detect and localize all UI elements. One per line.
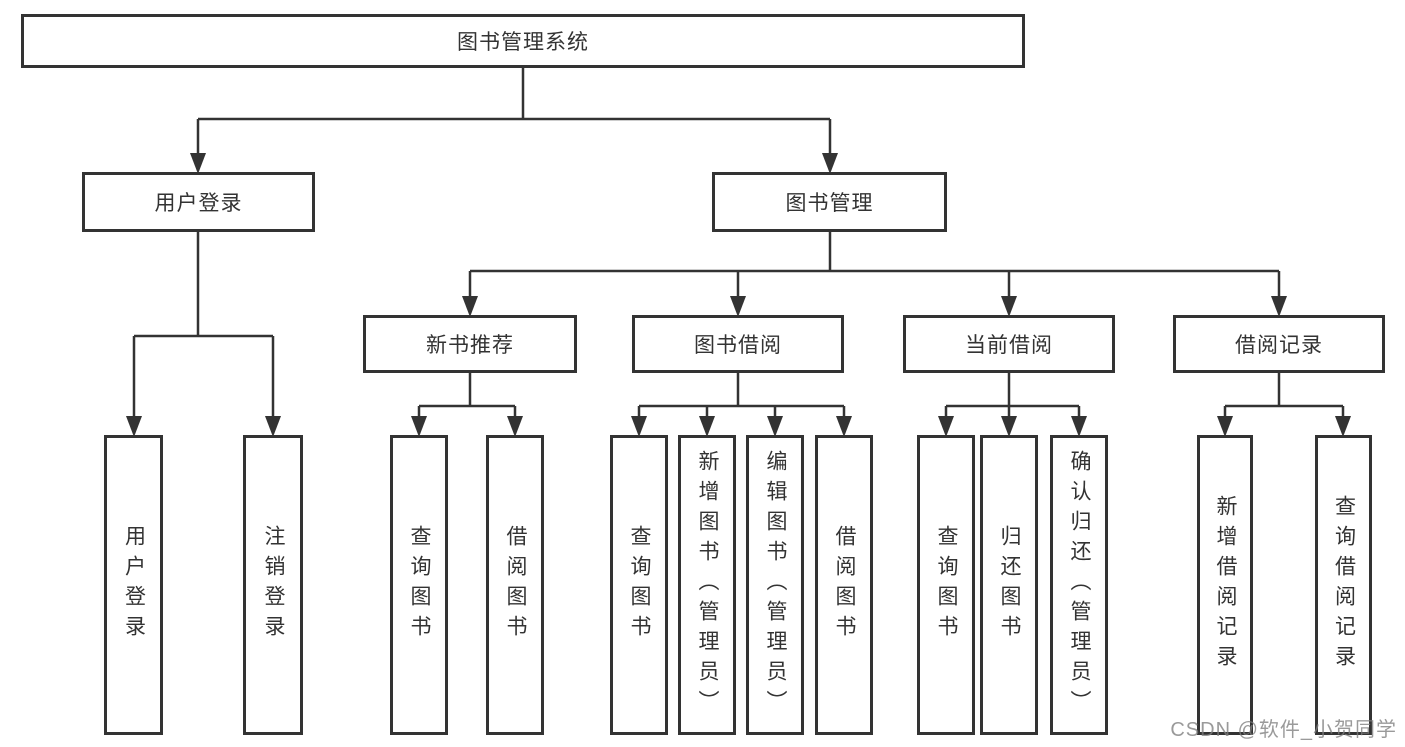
leaf-label: 用户登录: [122, 525, 146, 645]
leaf-label: 查询借阅记录: [1332, 495, 1356, 675]
leaf-label: 确认归还（管理员）: [1068, 450, 1091, 720]
leaf-label: 注销登录: [262, 525, 285, 645]
leaf-query-borrow-record: 查询借阅记录: [1315, 435, 1372, 735]
leaf-label: 查询图书: [935, 525, 958, 645]
leaf-add-borrow-record: 新增借阅记录: [1197, 435, 1253, 735]
node-borrowing-records: 借阅记录: [1173, 315, 1385, 373]
leaf-query-books-borrowing: 查询图书: [610, 435, 668, 735]
csdn-watermark: CSDN @软件_小贺同学: [1170, 719, 1397, 741]
leaf-logout: 注销登录: [243, 435, 303, 735]
leaf-label: 查询图书: [408, 525, 431, 645]
node-book-management: 图书管理: [712, 172, 947, 232]
leaf-label: 借阅图书: [833, 525, 856, 645]
leaf-query-books-current: 查询图书: [917, 435, 975, 735]
leaf-label: 编辑图书（管理员）: [764, 450, 787, 720]
leaf-query-books-recommend: 查询图书: [390, 435, 448, 735]
leaf-label: 新增借阅记录: [1214, 495, 1237, 675]
leaf-edit-books-admin: 编辑图书（管理员）: [746, 435, 804, 735]
leaf-label: 新增图书（管理员）: [696, 450, 719, 720]
leaf-label: 查询图书: [628, 525, 651, 645]
node-current-borrowing: 当前借阅: [903, 315, 1115, 373]
node-library-management-system: 图书管理系统: [21, 14, 1025, 68]
node-user-login: 用户登录: [82, 172, 315, 232]
leaf-label: 借阅图书: [504, 525, 527, 645]
leaf-borrow-books-recommend: 借阅图书: [486, 435, 544, 735]
leaf-return-books: 归还图书: [980, 435, 1038, 735]
leaf-user-login: 用户登录: [104, 435, 163, 735]
node-new-book-recommendation: 新书推荐: [363, 315, 577, 373]
leaf-confirm-return-admin: 确认归还（管理员）: [1050, 435, 1108, 735]
arrowhead-icons: [126, 153, 1351, 437]
node-book-borrowing: 图书借阅: [632, 315, 844, 373]
leaf-borrow-books-borrowing: 借阅图书: [815, 435, 873, 735]
leaf-add-books-admin: 新增图书（管理员）: [678, 435, 736, 735]
leaf-label: 归还图书: [998, 525, 1021, 645]
